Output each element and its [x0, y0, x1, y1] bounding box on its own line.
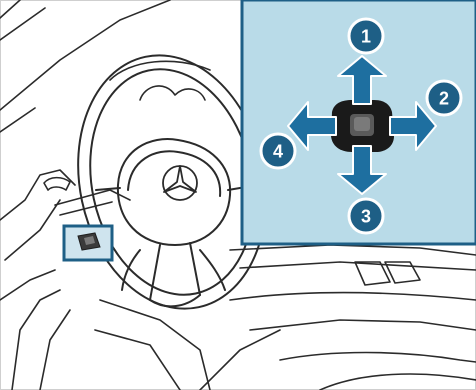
- control-highlight-box: [64, 226, 112, 260]
- direction-badge-1: 1: [349, 19, 383, 53]
- direction-badge-2: 2: [427, 81, 461, 115]
- joystick-button-icon: [331, 100, 394, 152]
- direction-badge-3: 3: [349, 199, 383, 233]
- direction-badge-4: 4: [261, 134, 295, 168]
- svg-text:2: 2: [439, 89, 449, 109]
- svg-text:1: 1: [361, 27, 371, 47]
- svg-text:3: 3: [361, 207, 371, 227]
- svg-text:4: 4: [273, 142, 283, 162]
